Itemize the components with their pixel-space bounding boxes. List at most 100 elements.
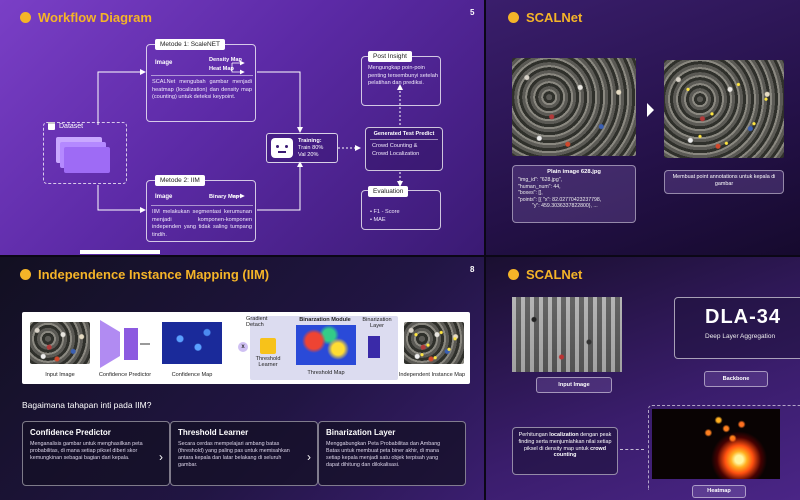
method1-density-label: Density Map (209, 57, 242, 63)
card-body: Secara cerdas mempelajari ambang batas (… (178, 441, 290, 468)
dla-backbone-box[interactable]: DLA-34 Deep Layer Aggregation (674, 297, 800, 359)
crosswalk-input-image (512, 297, 622, 372)
slide-workflow-diagram[interactable]: Workflow Diagram 5 Dataset Metode 1: Sca… (0, 0, 484, 255)
method2-header: Metode 2: IIM (155, 175, 205, 186)
slide-title-text: SCALNet (526, 10, 583, 25)
method2-box[interactable]: Metode 2: IIM Image Binary Map IIM melak… (146, 175, 256, 242)
slide-iim[interactable]: Independence Instance Mapping (IIM) 8 In… (0, 257, 484, 500)
diagram-threshold-map-label: Threshold Map (307, 370, 345, 376)
dataset-label: Dataset (59, 122, 84, 130)
generated-header: Generated Test Predict (373, 131, 435, 137)
generated-line2: Crowd Localization (372, 151, 420, 157)
training-text: Training: Train 80% Val 20% (298, 138, 323, 159)
post-insight-box[interactable]: Post Insight Mengungkap poin-poin pentin… (361, 51, 441, 106)
json-line: "img_id": "628.jpg", (518, 177, 562, 183)
card-title: Binarization Layer (326, 428, 396, 437)
training-train: Train 80% (298, 144, 324, 151)
diagram-input-image (30, 322, 90, 364)
confidence-predictor-shape (100, 320, 150, 368)
slide-title: Workflow Diagram (20, 10, 152, 25)
loc-bold-1: localization (549, 432, 579, 438)
scroll-indicator (80, 250, 160, 254)
slide-title-text: Workflow Diagram (38, 10, 152, 25)
localization-connector (620, 449, 644, 450)
annotation-caption: Membuat point annotations untuk kepala d… (672, 174, 776, 187)
method1-image-label: Image (155, 60, 173, 66)
evaluation-item2-text: MAE (373, 217, 386, 223)
card-binarization-layer[interactable]: Binarization Layer Menggabungkan Peta Pr… (318, 421, 466, 486)
diagram-gradient-detach-label: Gradient Detach (246, 316, 268, 328)
heatmap-frame (648, 405, 800, 490)
dataset-stack-front (64, 147, 110, 173)
method2-description: IIM melakukan segmentasi kerumunan menja… (152, 209, 252, 238)
json-line: "boxes": [], (518, 190, 543, 197)
loc-text-2: dengan peak finding serta menjumlahkan n… (518, 432, 612, 452)
diagram-binarization-module-label: Binarzation Module (299, 317, 351, 323)
heatmap-image (652, 409, 780, 479)
diagram-threshold-learner-label: Threshold Learner (255, 356, 281, 368)
json-line: "points": [{ "x": 82.02770423237798, (518, 196, 602, 203)
generated-divider (370, 139, 438, 140)
diagram-threshold-map (296, 325, 356, 365)
post-insight-header: Post Insight (368, 51, 412, 62)
diagram-instance-map-image (404, 322, 464, 364)
slide-scalnet-annotation[interactable]: SCALNet Plain image 628.jpg "img_id": "6… (486, 0, 800, 255)
page-number: 5 (470, 8, 475, 17)
method1-description: SCALNet mengubah gambar menjadi heatmap … (152, 79, 252, 100)
method2-binary-label: Binary Map (209, 194, 240, 200)
plain-crowd-image (512, 58, 636, 156)
card-confidence-predictor[interactable]: Confidence Predictor Menganalisis gambar… (22, 421, 170, 486)
card-body: Menganalisis gambar untuk menghasilkan p… (30, 441, 143, 461)
training-title: Training: (298, 137, 322, 144)
evaluation-header: Evaluation (368, 186, 409, 197)
card-threshold-learner[interactable]: Threshold Learner Secara cerdas mempelaj… (170, 421, 318, 486)
localization-description-card: Perhitungan localization dengan peak fin… (512, 427, 618, 475)
method1-box[interactable]: Metode 1: ScaleNET Image Density Map Hea… (146, 39, 256, 122)
backbone-label-box: Backbone (704, 371, 768, 387)
arrow-right-icon (647, 103, 654, 117)
slide-scalnet-architecture[interactable]: SCALNet Input Image DLA-34 Deep Layer Ag… (486, 257, 800, 500)
slide-title: SCALNet (508, 10, 582, 25)
training-node[interactable]: Training: Train 80% Val 20% (266, 133, 338, 163)
input-image-label-box: Input Image (536, 377, 612, 393)
database-icon (48, 122, 55, 130)
json-line: "human_num": 44, (518, 183, 561, 190)
robot-icon (271, 138, 293, 158)
evaluation-box[interactable]: Evaluation • F1 - Score • MAE (361, 186, 441, 230)
binarization-layer-block (368, 336, 380, 358)
method2-image-label: Image (155, 194, 173, 200)
chevron-right-icon[interactable]: › (307, 450, 311, 464)
backbone-label: Backbone (722, 376, 750, 382)
bullet-dot-icon (508, 12, 519, 23)
slide-title: SCALNet (508, 267, 582, 282)
threshold-learner-block (260, 338, 276, 354)
diagram-predictor-label: Confidence Predictor (98, 372, 152, 378)
slide-title-text: Independence Instance Mapping (IIM) (38, 267, 270, 282)
heatmap-label-box: Heatmap (692, 485, 746, 498)
dataset-header: Dataset (48, 122, 83, 130)
slide-title-text: SCALNet (526, 267, 583, 282)
evaluation-item1-text: F1 - Score (373, 209, 400, 215)
json-code: "img_id": "628.jpg", "human_num": 44, "b… (518, 177, 630, 210)
method1-header: Metode 1: ScaleNET (155, 39, 225, 50)
page-number: 8 (470, 265, 475, 274)
iim-question: Bagaimana tahapan inti pada IIM? (22, 400, 152, 410)
json-annotation-card[interactable]: Plain image 628.jpg "img_id": "628.jpg",… (512, 165, 636, 223)
generated-line1: Crowd Counting & (372, 143, 418, 149)
card-title: Confidence Predictor (30, 428, 111, 437)
dataset-box[interactable]: Dataset (43, 122, 127, 184)
chevron-right-icon[interactable]: › (159, 450, 163, 464)
slide-title: Independence Instance Mapping (IIM) (20, 267, 269, 282)
json-line: "y": 459.3036337822800}, ... (532, 203, 598, 210)
dla-subtitle: Deep Layer Aggregation (705, 333, 776, 340)
bullet-dot-icon (20, 12, 31, 23)
loc-bold-2: crowd counting (553, 445, 607, 459)
method1-divider (151, 75, 253, 76)
bullet-dot-icon (20, 269, 31, 280)
generated-test-box[interactable]: Generated Test Predict Crowd Counting & … (365, 127, 443, 171)
diagram-input-label: Input Image (45, 372, 75, 378)
method2-divider (151, 205, 253, 206)
dla-title: DLA-34 (705, 306, 782, 328)
iim-architecture-diagram: Input Image Confidence Predictor Confide… (22, 312, 470, 384)
loc-text-1: Perhitungan (518, 432, 550, 438)
